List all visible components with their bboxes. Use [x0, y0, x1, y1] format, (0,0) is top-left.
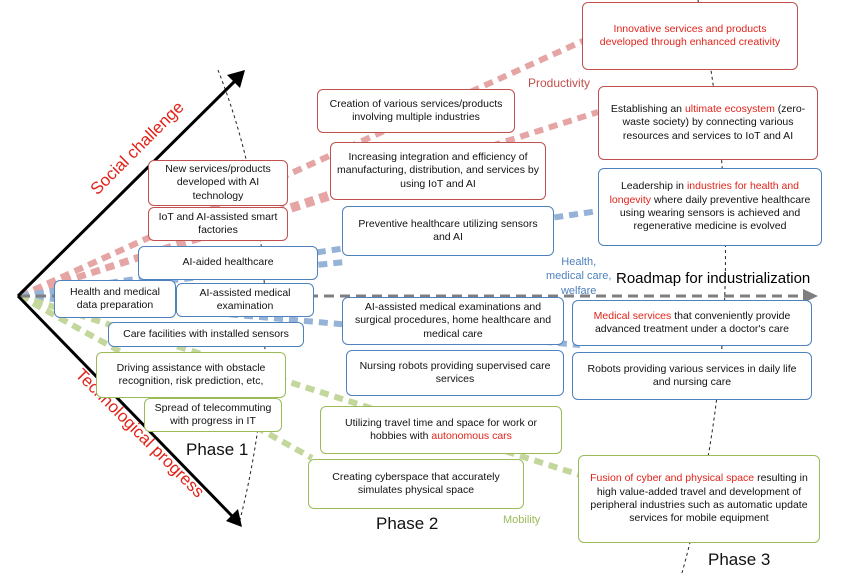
box-care-facilities: Care facilities with installed sensors [108, 322, 304, 347]
health-label-line3: welfare [560, 284, 597, 297]
box-text-highlight: industries for health and longevity [609, 180, 800, 206]
box-creation-various-services: Creation of various services/products in… [317, 89, 515, 133]
box-text-highlight: autonomous cars [431, 430, 512, 442]
box-text: Nursing robots providing supervised care… [359, 359, 551, 385]
social-challenge-axis [16, 76, 240, 298]
box-medical-services: Medical services that conveniently provi… [572, 300, 812, 346]
box-text: Innovative services and products develop… [599, 22, 781, 48]
health-label-line1: Health, [561, 256, 597, 268]
technological-progress-axis [16, 294, 236, 520]
box-cyber-physical-fusion: Fusion of cyber and physical space resul… [578, 455, 820, 543]
box-ultimate-ecosystem: Establishing an ultimate ecosystem (zero… [598, 86, 818, 160]
box-text-highlight: ultimate ecosystem [684, 102, 775, 115]
box-text-plain: Leadership in [620, 180, 687, 193]
roadmap-label: Roadmap for industrialization [616, 270, 811, 287]
social-challenge-arrowhead [227, 70, 245, 88]
box-text-plain: Establishing an [610, 102, 685, 115]
box-driving-assistance: Driving assistance with obstacle recogni… [96, 352, 286, 398]
box-health-data-preparation: Health and medical data preparation [54, 280, 176, 318]
box-text: Preventive healthcare utilizing sensors … [358, 217, 538, 243]
phase3-label: Phase 3 [708, 550, 771, 569]
box-text: Spread of telecommuting with progress in… [154, 401, 272, 427]
box-exam-surgical-homecare: AI-assisted medical examinations and sur… [342, 297, 564, 345]
box-text: Fusion of cyber and physical space resul… [585, 472, 813, 526]
box-text: Leadership in industries for health and … [605, 180, 815, 234]
box-text: Utilizing travel time and space for work… [327, 417, 555, 444]
mobility-label: Mobility [503, 514, 541, 526]
box-text-highlight: Medical services [593, 309, 672, 322]
box-innovative-services: Innovative services and products develop… [582, 2, 798, 70]
box-text-plain: resulting in high value-added travel and… [590, 472, 808, 525]
box-text: Establishing an ultimate ecosystem (zero… [605, 103, 811, 143]
box-integration-efficiency: Increasing integration and efficiency of… [330, 142, 546, 200]
box-text-highlight: Fusion of cyber and physical space [590, 472, 755, 485]
phase2-boundary-arc [681, 0, 726, 573]
box-text: Creation of various services/products in… [329, 97, 503, 123]
box-text: Care facilities with installed sensors [123, 327, 289, 340]
box-text: Creating cyberspace that accurately simu… [332, 470, 500, 496]
box-ai-aided-healthcare: AI-aided healthcare [138, 246, 318, 280]
box-text-plain: that conveniently provide advanced treat… [594, 309, 791, 335]
box-telecommuting: Spread of telecommuting with progress in… [144, 398, 282, 432]
health-label: Health, medical care, welfare [546, 255, 611, 298]
box-smart-factories: IoT and AI-assisted smart factories [148, 207, 288, 241]
box-cyberspace: Creating cyberspace that accurately simu… [308, 459, 524, 509]
phase2-label: Phase 2 [376, 514, 439, 533]
phase1-label: Phase 1 [186, 440, 249, 459]
box-text: Health and medical data preparation [70, 285, 160, 311]
box-new-services-ai: New services/products developed with AI … [148, 160, 288, 206]
box-text: Driving assistance with obstacle recogni… [116, 361, 266, 387]
box-nursing-robots: Nursing robots providing supervised care… [346, 350, 564, 396]
roadmap-arrowhead [803, 289, 818, 303]
box-service-robots: Robots providing various services in dai… [572, 352, 812, 400]
box-health-longevity: Leadership in industries for health and … [598, 168, 822, 246]
technological-progress-arrowhead [226, 509, 242, 527]
health-label-line2: medical care, [546, 270, 612, 283]
box-text: AI-aided healthcare [182, 256, 274, 269]
productivity-label: Productivity [528, 76, 591, 90]
box-text-plain: where daily preventive healthcare using … [619, 193, 811, 233]
box-text: Robots providing various services in dai… [587, 362, 797, 388]
box-text: Medical services that conveniently provi… [579, 310, 805, 337]
box-text: IoT and AI-assisted smart factories [158, 210, 278, 236]
box-text: New services/products developed with AI … [165, 162, 271, 202]
box-text-plain: (zero-waste society) by connecting vario… [622, 102, 806, 142]
box-text: AI-assisted medical examination [199, 286, 291, 312]
box-preventive-healthcare: Preventive healthcare utilizing sensors … [342, 206, 554, 256]
box-text: AI-assisted medical examinations and sur… [354, 300, 552, 340]
box-text-plain: Utilizing travel time and space for work… [345, 416, 537, 442]
box-text: Increasing integration and efficiency of… [337, 150, 539, 190]
box-autonomous-cars: Utilizing travel time and space for work… [320, 406, 562, 454]
box-ai-assisted-examination: AI-assisted medical examination [176, 283, 314, 317]
